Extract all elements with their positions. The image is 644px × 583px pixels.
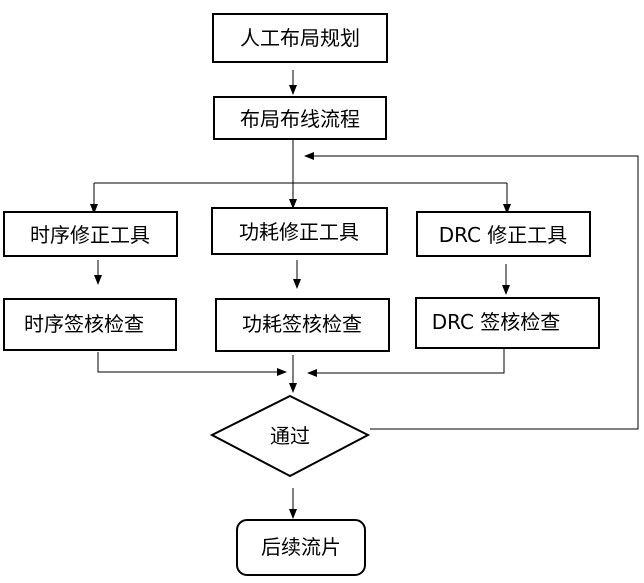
node-drc-check: DRC 签核检查 [415,297,600,349]
node-pass-label: 通过 [270,424,310,448]
node-layout-routing: 布局布线流程 [213,96,387,140]
node-drc-fix-label: DRC 修正工具 [439,223,568,247]
node-power-fix: 功耗修正工具 [211,207,388,255]
node-pass-decision: 通过 [209,394,371,478]
node-post-flow: 后续流片 [236,519,366,576]
node-timing-check: 时序签核检查 [3,298,177,351]
node-timing-check-label: 时序签核检查 [24,312,144,336]
node-timing-fix: 时序修正工具 [3,211,178,257]
node-power-fix-label: 功耗修正工具 [239,220,359,244]
node-drc-check-label: DRC 签核检查 [432,310,561,334]
connectors [90,70,639,519]
node-timing-fix-label: 时序修正工具 [30,223,150,247]
node-power-check: 功耗签核检查 [215,298,390,352]
node-layout-routing-label: 布局布线流程 [240,107,360,131]
node-drc-fix: DRC 修正工具 [416,211,591,257]
node-manual-layout: 人工布局规划 [212,13,388,63]
drc-check-to-merge [307,348,505,377]
node-power-check-label: 功耗签核检查 [242,312,362,336]
feedback-loop-line [304,152,639,430]
timing-check-to-merge [97,352,287,376]
node-post-flow-label: 后续流片 [261,535,341,559]
node-manual-layout-label: 人工布局规划 [240,26,360,50]
